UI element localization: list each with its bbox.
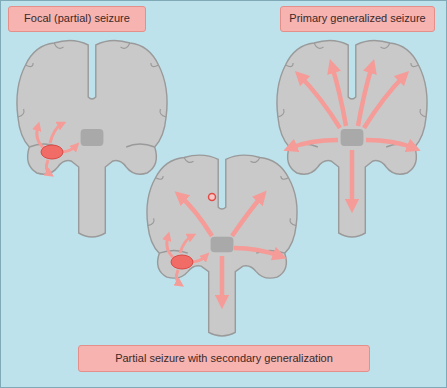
seizure-type-label: Partial seizure with secondary generaliz… <box>115 352 333 365</box>
label-box: Primary generalized seizure <box>280 6 435 32</box>
label-box: Focal (partial) seizure <box>8 6 146 32</box>
seizure-type-label: Focal (partial) seizure <box>24 12 130 25</box>
label-box: Partial seizure with secondary generaliz… <box>78 345 370 372</box>
seizure-type-label: Primary generalized seizure <box>289 12 425 25</box>
